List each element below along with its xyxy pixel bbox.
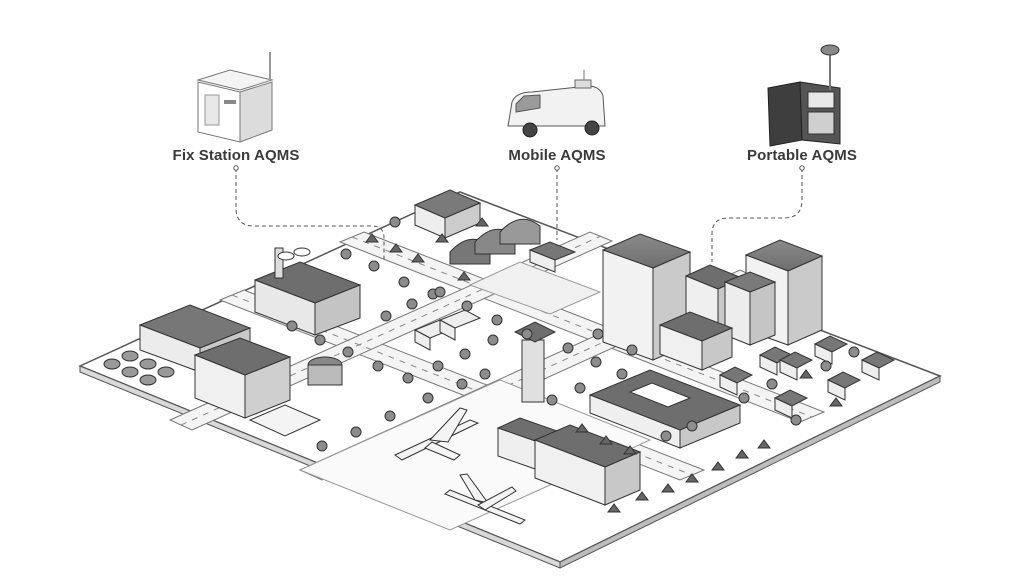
office-complex <box>496 369 742 506</box>
fix-station-label: Fix Station AQMS <box>172 147 300 164</box>
connector-lines <box>235 168 803 262</box>
airplane-1 <box>394 407 480 461</box>
greenhouse-cluster <box>413 189 602 315</box>
portable-case-icon <box>767 44 841 147</box>
mobile-van-icon <box>507 70 606 138</box>
trees <box>286 216 860 452</box>
trucks <box>413 309 482 351</box>
portable-label: Portable AQMS <box>747 147 857 164</box>
airplane-2 <box>444 473 526 525</box>
mobile-label: Mobile AQMS <box>508 147 606 164</box>
connector-endpoints <box>233 165 805 171</box>
houses <box>718 335 896 419</box>
airport-area <box>298 379 652 531</box>
shrubs <box>365 217 843 513</box>
fix-station-icon <box>196 52 274 143</box>
factory-buildings <box>138 247 362 437</box>
high-rise-buildings <box>601 233 824 371</box>
storage-tanks <box>103 350 175 386</box>
